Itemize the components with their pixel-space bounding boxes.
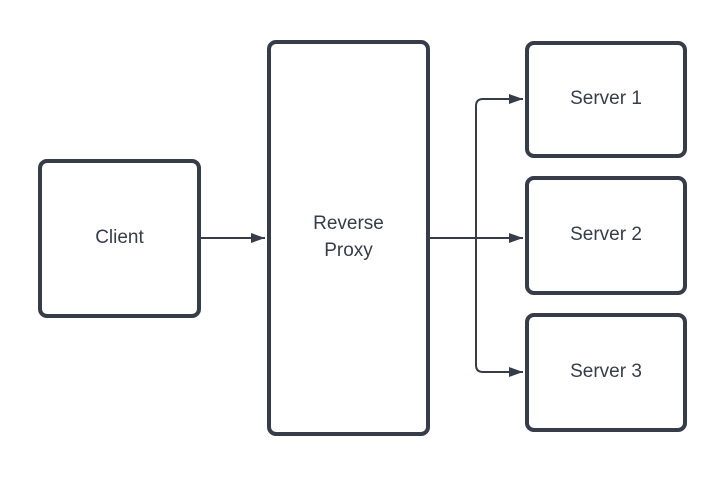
- node-server-2: Server 2: [525, 176, 687, 295]
- node-server-3: Server 3: [525, 313, 687, 432]
- node-server-1-label: Server 1: [570, 88, 642, 110]
- node-server-2-label: Server 2: [570, 224, 642, 246]
- edge-reverse-proxy-to-server-1: [475, 94, 523, 238]
- node-server-1: Server 1: [525, 41, 687, 158]
- edge-reverse-proxy-to-server-3: [475, 238, 523, 377]
- node-reverse-proxy-label: Reverse Proxy: [313, 213, 384, 261]
- node-reverse-proxy: Reverse Proxy: [267, 40, 430, 436]
- node-client: Client: [38, 159, 201, 318]
- node-client-label: Client: [95, 227, 144, 249]
- node-server-3-label: Server 3: [570, 361, 642, 383]
